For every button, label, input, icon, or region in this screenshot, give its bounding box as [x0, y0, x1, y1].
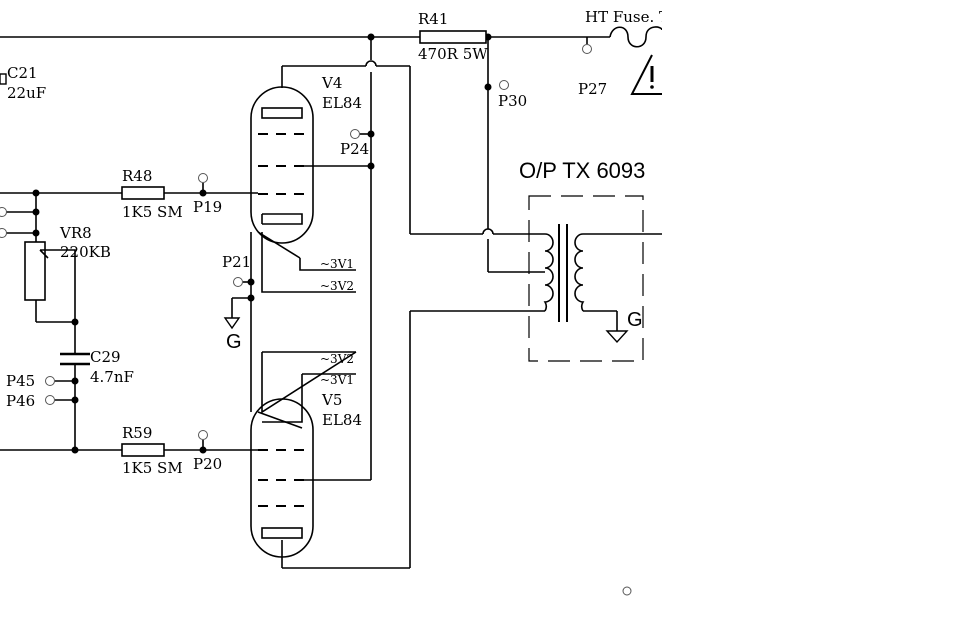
label-r48-name: R48 — [122, 167, 152, 185]
label-heater-3v2-top: ~3V2 — [320, 279, 354, 293]
grid-input-v4 — [0, 183, 258, 200]
label-p46: P46 — [6, 392, 35, 410]
test-point-left-1 — [0, 207, 7, 217]
label-r41-name: R41 — [418, 10, 448, 28]
label-c21-name: C21 — [7, 64, 38, 82]
label-p30: P30 — [498, 92, 527, 110]
valve-v4 — [250, 86, 356, 293]
label-r59-name: R59 — [122, 424, 152, 442]
label-ht-fuse: HT Fuse. T — [585, 8, 669, 26]
label-c21-value: 22uF — [7, 84, 46, 102]
screen-supply-wire — [300, 37, 377, 481]
label-heater-3v2-bot: ~3V2 — [320, 352, 354, 366]
test-point-p24 — [350, 129, 360, 139]
fuse-icon — [609, 26, 663, 48]
label-heater-3v1-bot: ~3V1 — [320, 373, 354, 387]
warning-triangle-icon — [630, 54, 662, 95]
cathode-wire — [223, 232, 255, 412]
test-point-p19 — [198, 173, 208, 183]
label-c29-name: C29 — [90, 348, 121, 366]
label-c29-value: 4.7nF — [90, 368, 134, 386]
v4-anode-wire — [281, 65, 545, 235]
label-p27: P27 — [578, 80, 607, 98]
output-transformer — [528, 195, 662, 362]
v5-anode-wire — [281, 310, 545, 569]
label-p21: P21 — [222, 253, 251, 271]
label-p20: P20 — [193, 455, 222, 473]
label-p45: P45 — [6, 372, 35, 390]
label-vr8-value: 220KB — [60, 243, 111, 261]
test-point-p21 — [233, 277, 243, 287]
test-point-p27 — [582, 44, 592, 54]
valve-v5 — [250, 351, 357, 558]
test-point-p46 — [45, 395, 55, 405]
balance-network — [6, 193, 90, 450]
label-r41-value: 470R 5W — [418, 45, 488, 63]
test-point-bottom — [622, 586, 632, 596]
resistor-r41 — [419, 30, 487, 44]
grid-input-v5 — [0, 440, 258, 457]
label-v5-name: V5 — [321, 391, 342, 409]
label-ground-left: G — [226, 331, 242, 353]
label-v4-type: EL84 — [322, 94, 362, 112]
label-ground-right: G — [627, 309, 643, 331]
label-output-transformer: O/P TX 6093 — [519, 158, 645, 183]
centre-tap-wire — [484, 37, 545, 273]
label-p19: P19 — [193, 198, 222, 216]
test-point-left-2 — [0, 228, 7, 238]
label-v4-name: V4 — [321, 74, 342, 92]
label-heater-3v1-top: ~3V1 — [320, 257, 354, 271]
label-r48-value: 1K5 SM — [122, 203, 183, 221]
label-vr8-name: VR8 — [59, 224, 92, 242]
capacitor-c21 — [0, 73, 7, 85]
label-r59-value: 1K5 SM — [122, 459, 183, 477]
test-point-p45 — [45, 376, 55, 386]
label-v5-type: EL84 — [322, 411, 362, 429]
test-point-p20 — [198, 430, 208, 440]
label-p24: P24 — [340, 140, 369, 158]
ht-rail — [0, 33, 610, 41]
test-point-p30 — [499, 80, 509, 90]
